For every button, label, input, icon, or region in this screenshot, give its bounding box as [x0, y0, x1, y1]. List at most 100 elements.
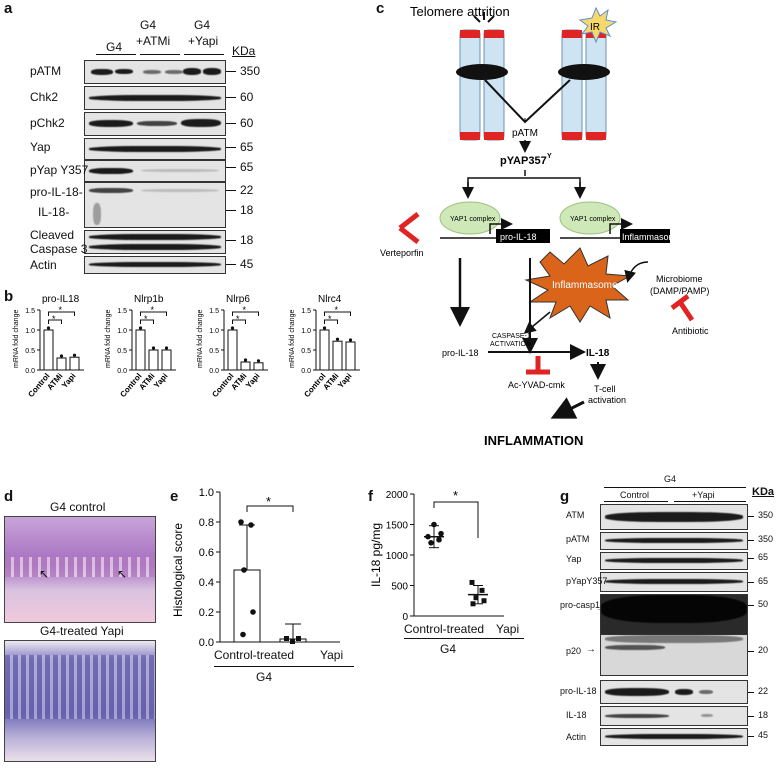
e-bar: [233, 569, 261, 643]
g-label-patm: pATM: [566, 534, 590, 544]
kda-pro-il18: 22: [240, 183, 254, 197]
arrow-right-icon-1: →: [596, 603, 606, 614]
f-group: G4: [440, 642, 457, 656]
row-label-chk2: Chk2: [30, 90, 59, 104]
e-ylabel: Histological score: [171, 523, 185, 617]
yap1-complex-2-label: YAP1 complex: [570, 216, 616, 223]
chart-b-ylabel: mRNA fold change: [289, 310, 296, 368]
f-point: [469, 579, 475, 585]
g-blot-pro-il18: [600, 680, 748, 704]
chart-b-sig: *: [59, 305, 63, 315]
e-point: [250, 609, 256, 615]
chart-b-ytick-label: 1.0: [301, 328, 311, 335]
e-sig: *: [266, 494, 271, 509]
tissue-top-title: G4 control: [50, 500, 106, 514]
g-blot-il18: [600, 706, 748, 726]
g-control: Control: [620, 490, 650, 500]
chart-b-ytick-label: 1.0: [25, 328, 35, 335]
chart-b-sig: *: [243, 305, 247, 315]
activation-label: ACTIVATION: [490, 341, 531, 348]
g-blot-actin: [600, 728, 748, 746]
row-label-patm: pATM: [30, 64, 62, 78]
chart-b-sig: *: [52, 314, 56, 324]
e-point: [296, 636, 301, 641]
row-label-il18: IL-18-: [38, 205, 70, 219]
chart-b-ytick-label: 1.5: [117, 308, 127, 315]
f-ytick-label: 0: [402, 612, 408, 623]
header-g4: G4: [106, 40, 123, 54]
g-kda-pyap: 65: [758, 576, 769, 586]
chart-b-ytick-label: 1.0: [117, 328, 127, 335]
pro-il18-box-label: pro-IL-18: [500, 232, 537, 242]
f-point: [428, 540, 434, 546]
chart-b-bar: [43, 329, 54, 371]
tcell-label-1: T-cell: [594, 384, 616, 394]
f-sig: *: [453, 488, 458, 503]
f-point: [481, 598, 487, 604]
chart-b-title: pro-IL18: [42, 294, 80, 305]
chromosome-2: [558, 6, 618, 141]
e-sig-bracket: [246, 505, 294, 512]
chart-b-ytick-label: 0.5: [25, 348, 35, 355]
antibiotic-inhibitor-icon: [670, 294, 695, 322]
f-sig-bracket: [433, 501, 479, 538]
blot-actin: [84, 256, 226, 274]
panel-label-g: g: [560, 488, 570, 505]
e-ytick-label: 0.4: [199, 577, 214, 589]
yap1-complex-1: [439, 201, 501, 235]
kda-actin: 45: [240, 257, 254, 271]
e-point: [240, 631, 246, 638]
g-kda-pro-il18: 22: [758, 686, 769, 696]
g-blot-atm: [600, 504, 748, 530]
chart-b-sig: *: [236, 314, 240, 324]
f-ylabel: IL-18 pg/mg: [369, 523, 383, 587]
chart-b-sig-bracket: [48, 319, 62, 324]
chart-b-category: Yapi: [152, 372, 169, 390]
e-point: [248, 522, 254, 528]
row-label-yap: Yap: [30, 140, 51, 154]
histology-image-yapi: [4, 640, 156, 762]
chart-b-bar: [227, 329, 238, 371]
chart-b-point: [72, 353, 77, 357]
telomere-attrition-label: Telomere attrition: [410, 4, 510, 19]
e-point: [284, 636, 289, 641]
panel-label-c: c: [376, 0, 385, 17]
chart-b-point: [46, 326, 51, 330]
e-point: [238, 519, 244, 525]
chart-b-point: [335, 337, 340, 341]
blot-cleaved-caspase3: [84, 230, 226, 254]
chart-b-bar: [135, 329, 146, 371]
e-group: G4: [256, 670, 273, 684]
chart-b-sig: *: [335, 305, 339, 315]
blot-yap: [84, 138, 226, 160]
acyvad-label: Ac-YVAD-cmk: [508, 380, 565, 390]
chart-b-sig-bracket: [140, 311, 167, 316]
g-yapi: +Yapi: [692, 490, 715, 500]
g-kda-header: KDa: [752, 486, 775, 498]
chart-b-point: [256, 359, 261, 363]
pyap357-sup: Y: [547, 153, 552, 160]
g-blot-patm: [600, 532, 748, 550]
chart-b-bar: [319, 329, 330, 371]
arrow-icon-2: ↖: [117, 567, 128, 581]
chart-b-sig-bracket: [232, 319, 246, 324]
g-label-pro-il18: pro-IL-18: [560, 686, 597, 696]
header-g4-atmi-1: G4: [140, 18, 157, 32]
acyvad-inhibitor-icon: [526, 356, 550, 375]
f-point: [438, 530, 444, 537]
panel-label-b: b: [4, 288, 14, 305]
inflammasome-label: Inflammasome: [552, 280, 618, 291]
chart-b-bar: [161, 349, 172, 371]
e-point: [290, 639, 295, 644]
tissue-bottom-title: G4-treated Yapi: [40, 624, 124, 638]
g-blot-yap: [600, 552, 748, 570]
e-ytick-label: 1.0: [199, 487, 214, 499]
histology-image-control: ↖ ↖: [4, 516, 156, 623]
g-label-pyap: pYapY357: [566, 576, 608, 586]
chart-b-ytick-label: 0.0: [301, 368, 311, 375]
e-ytick-label: 0.6: [199, 547, 214, 559]
panel-label-e: e: [170, 488, 179, 505]
